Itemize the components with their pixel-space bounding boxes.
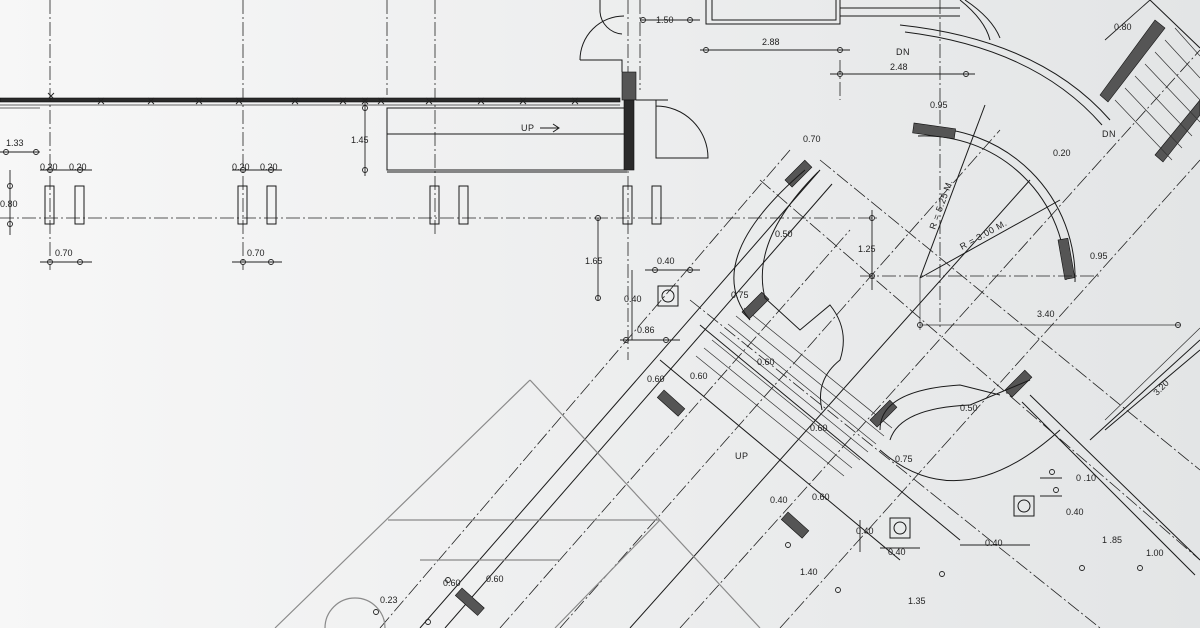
dim-label: 0.20	[260, 162, 278, 172]
dim-label: 3.40	[1037, 309, 1055, 319]
dim-label: 0.95	[1090, 251, 1108, 261]
dim-label: 0.23	[380, 595, 398, 605]
dim-label: 2.48	[890, 62, 908, 72]
dim-label: 0.60	[812, 492, 830, 502]
dn-label-top: DN	[896, 47, 910, 57]
dim-label: 1.33	[6, 138, 24, 148]
dim-label: 0.80	[0, 199, 18, 209]
dim-label: 0.40	[1066, 507, 1084, 517]
dim-label: 0.20	[69, 162, 87, 172]
curved-area	[860, 24, 1181, 330]
dim-label: 0.95	[930, 100, 948, 110]
dim-label: 1.00	[1146, 548, 1164, 558]
dim-label: 0.40	[770, 495, 788, 505]
dim-label: 0.40	[657, 256, 675, 266]
left-wing	[0, 0, 880, 360]
dim-label: 0.60	[690, 371, 708, 381]
dim-label: 0.80	[1114, 22, 1132, 32]
dim-label: 0.40	[624, 294, 642, 304]
dim-label: 0 .10	[1076, 473, 1096, 483]
top-room	[640, 0, 1001, 330]
dim-label: 0.75	[731, 290, 749, 300]
dim-label: 0.40	[856, 526, 874, 536]
dn-label-right: DN	[1102, 129, 1116, 139]
dim-label: 1.45	[351, 135, 369, 145]
right-stair	[1099, 0, 1200, 163]
dim-label: 0.70	[803, 134, 821, 144]
north-wall	[0, 97, 621, 103]
faded-lower-plan	[274, 379, 761, 628]
dim-label: 0.60	[757, 357, 775, 367]
dim-label: 0.50	[775, 229, 793, 239]
dim-label: 0.20	[232, 162, 250, 172]
diagonal-corridor	[373, 49, 1200, 628]
dim-label: 0.60	[647, 374, 665, 384]
up-label-top: UP	[521, 123, 535, 133]
dim-label: 1.65	[585, 256, 603, 266]
dim-label: 1.50	[656, 15, 674, 25]
up-label-stair: UP	[735, 451, 749, 461]
dim-label: 0.60	[443, 578, 461, 588]
dim-label: 0.60	[486, 574, 504, 584]
dim-label: 0.75	[895, 454, 913, 464]
dim-label: 1.35	[908, 596, 926, 606]
dim-label: 1.25	[858, 244, 876, 254]
dimension-labels: 1.50 2.88 2.48 0.80 1.33 0.80 0.70 0.70 …	[0, 15, 1171, 606]
dim-label: 0.20	[1053, 148, 1071, 158]
dim-label: 0.86	[637, 325, 655, 335]
dim-label: 2.88	[762, 37, 780, 47]
dim-label: 0.40	[888, 547, 906, 557]
dim-label: 0.60	[810, 423, 828, 433]
dim-label: 0.70	[247, 248, 265, 258]
dim-label: 0.50	[960, 403, 978, 413]
column-posts	[44, 185, 662, 225]
dim-label: 0.20	[40, 162, 58, 172]
dim-label: 0.40	[985, 538, 1003, 548]
dim-label: 1 .85	[1102, 535, 1122, 545]
dim-label: 0.70	[55, 248, 73, 258]
dim-label: 1.40	[800, 567, 818, 577]
